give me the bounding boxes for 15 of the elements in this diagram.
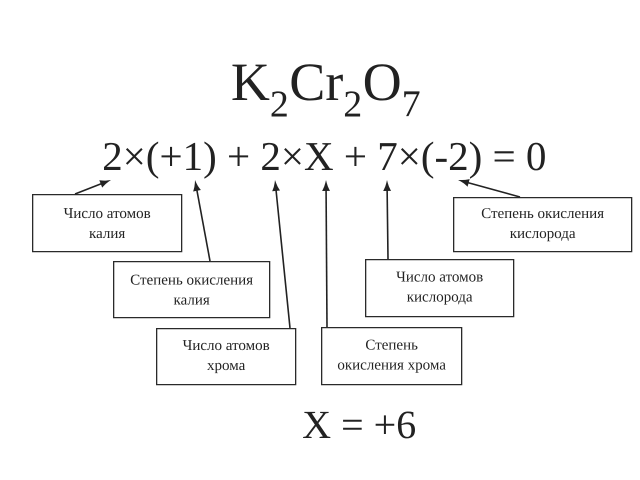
title: K$_{2}$Cr$_{2}$O$_{7}$ <box>232 64 420 116</box>
arrow <box>322 182 330 328</box>
text-box: Число атомов хрома <box>156 328 296 386</box>
arrow <box>460 179 520 198</box>
equation: 2×(+1) + 2×X + 7×(-2) = 0 <box>104 142 545 179</box>
result-equation: X = +6 <box>303 412 415 438</box>
arrow <box>272 182 291 328</box>
arrow <box>74 180 109 195</box>
text-box: Степень окисления кислорода <box>453 197 632 252</box>
text-box: Степень окисления хрома <box>321 327 462 386</box>
arrow <box>384 182 391 260</box>
text-box: Число атомов калия <box>32 194 182 252</box>
arrow <box>193 182 211 262</box>
text-box: Степень окисления калия <box>113 261 270 318</box>
text-box: Число атомов кислорода <box>365 259 514 318</box>
